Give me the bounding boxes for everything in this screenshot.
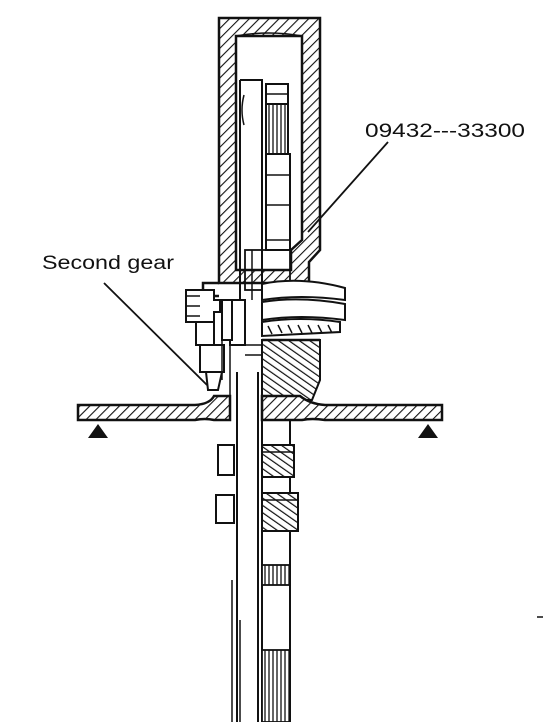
- second-gear-label: Second gear: [42, 253, 175, 274]
- left-shift-bracket: [185, 289, 262, 395]
- shaft-spline: [261, 564, 291, 722]
- support-block-left: [88, 424, 108, 438]
- fourth-gear: [261, 492, 299, 532]
- third-gear: [261, 444, 295, 478]
- second-gear: [261, 338, 321, 401]
- support-block-right: [418, 424, 438, 438]
- part-number-label: 09432---33300: [365, 121, 525, 142]
- leader-line-part-number: [307, 141, 389, 233]
- leader-line-second-gear: [103, 282, 208, 386]
- main-shaft: [239, 79, 291, 300]
- press-bed: [76, 394, 444, 422]
